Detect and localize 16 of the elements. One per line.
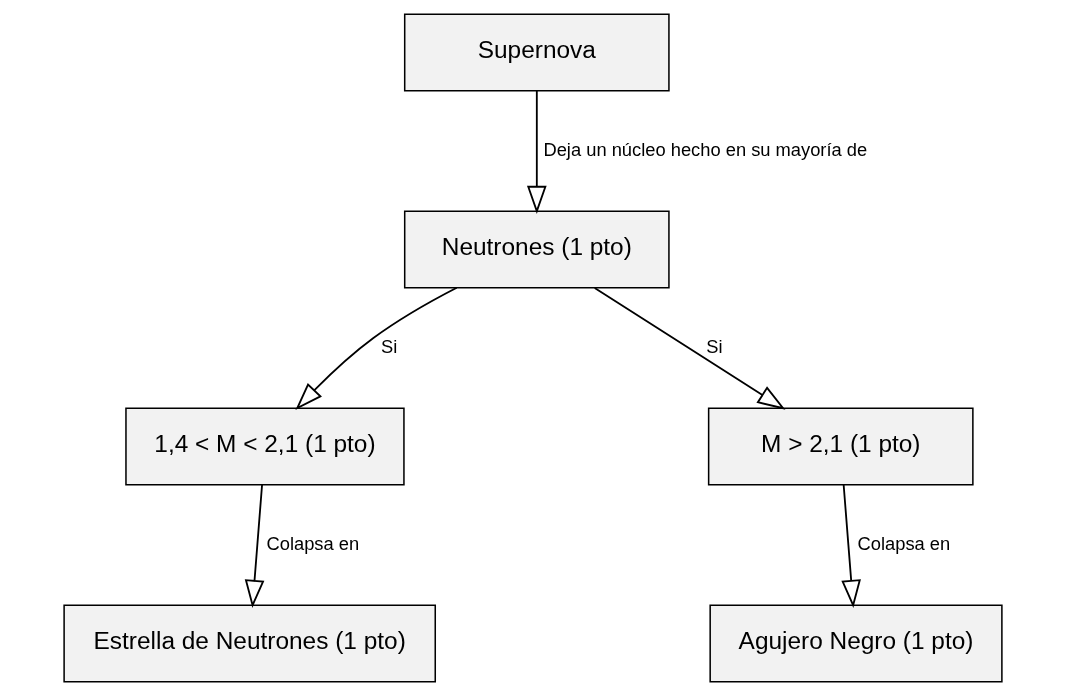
- edge-label: Si: [705, 335, 723, 357]
- node-box: Supernova: [403, 13, 670, 92]
- edge-label: Si: [380, 335, 397, 357]
- edge-label: Colapsa en: [857, 532, 950, 554]
- arrow: [593, 287, 785, 410]
- arrow: [294, 286, 458, 411]
- edge-label: Colapsa en: [265, 532, 359, 554]
- node-box: Neutrones (1 pto): [403, 210, 670, 289]
- arrow: [526, 90, 547, 214]
- node-box: 1,4 < M < 2,1 (1 pto): [124, 407, 405, 486]
- edge-label: Deja un núcleo hecho en su mayoría de: [542, 138, 867, 160]
- arrow: [244, 484, 264, 608]
- arrow: [840, 484, 861, 608]
- node-box: M > 2,1 (1 pto): [707, 407, 974, 486]
- node-box: Agujero Negro (1 pto): [708, 604, 1003, 683]
- node-box: Estrella de Neutrones (1 pto): [62, 604, 436, 683]
